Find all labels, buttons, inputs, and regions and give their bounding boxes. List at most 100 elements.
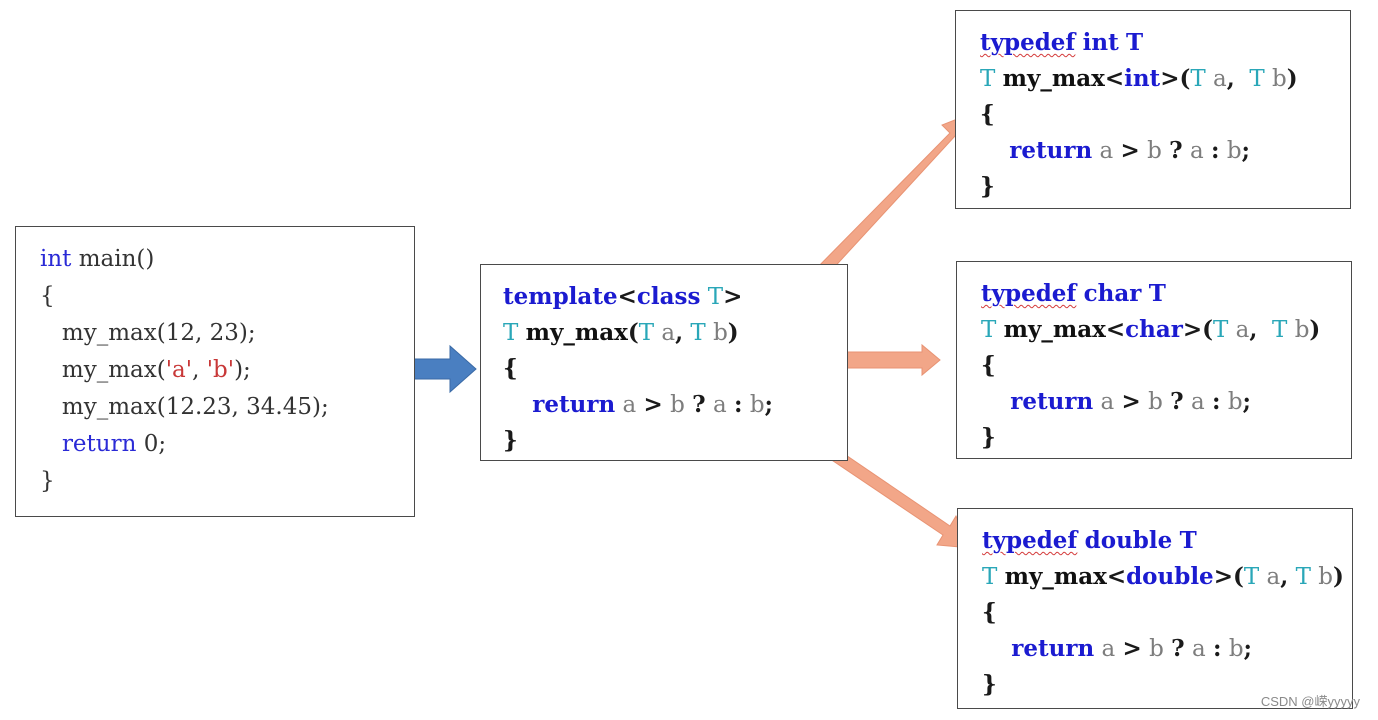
main-code-block: int main() { my_max(12, 23); my_max('a',… [40,241,329,500]
code-param: a [661,320,676,346]
code-type: T [1179,527,1197,554]
code-text: ); [234,357,251,383]
code-keyword: int [1124,65,1161,92]
code-keyword: double [1084,527,1173,554]
code-text: > [1213,563,1233,590]
code-text: , [1226,65,1235,92]
code-keyword: class [636,283,701,310]
code-param: b [713,320,728,346]
code-keyword: typedef [982,527,1078,554]
main-function-box: int main() { my_max(12, 23); my_max('a',… [15,226,415,517]
code-type: T [707,284,724,310]
instance-code-block: typedef double T T my_max<double>(T a, T… [982,523,1344,703]
code-text: ( [1179,65,1191,92]
instance-code-block: typedef char T T my_max<char>(T a, T b) … [981,276,1320,456]
code-type: T [1148,280,1166,307]
code-text: : [1212,388,1221,415]
code-text: < [1105,316,1126,343]
code-keyword: return [532,391,616,418]
code-text: } [503,427,518,454]
code-text: ? [1169,137,1183,164]
code-keyword: typedef [981,280,1077,307]
code-type: T [1249,66,1265,92]
code-text: , [675,319,684,346]
code-type: T [1126,29,1144,56]
code-text: } [982,671,997,698]
code-text: my_max( [40,357,166,383]
code-text: , [192,357,207,383]
code-param: a [1101,636,1116,662]
code-text: ) [727,319,739,346]
code-text: > [1122,635,1142,662]
code-text: 0; [136,431,167,457]
code-text: { [503,355,518,382]
code-text: > [643,391,663,418]
code-text: { [982,599,997,626]
code-param: b [1272,66,1287,92]
code-keyword: char [1125,316,1183,343]
watermark: CSDN @嵘yyyyy [1260,694,1360,709]
code-text: < [617,283,637,310]
code-param: a [1213,66,1227,92]
code-type: T [503,320,519,346]
code-text: : [734,391,743,418]
code-param: a [1100,389,1115,415]
code-text: ( [1232,563,1244,590]
code-text: < [1106,563,1127,590]
code-text: ; [1241,137,1251,164]
code-keyword: double [1126,563,1214,590]
code-keyword: template [503,283,618,310]
code-text: ) [1309,316,1321,343]
code-param: b [670,392,685,418]
code-text: ; [1243,635,1253,662]
code-text: ; [764,391,774,418]
code-param: a [1189,138,1204,164]
code-text: ( [1202,316,1214,343]
code-param: a [1266,564,1281,590]
code-text: > [1120,137,1140,164]
code-keyword: typedef [980,29,1076,56]
instance-box-char: typedef char T T my_max<char>(T a, T b) … [956,261,1352,459]
code-param: b [1148,389,1163,415]
code-text: } [40,468,55,494]
code-text: ? [1170,388,1184,415]
code-param: b [749,392,765,418]
code-function-name: my_max [525,319,628,346]
instance-box-double: typedef double T T my_max<double>(T a, T… [957,508,1353,709]
code-text: ; [1242,388,1252,415]
code-text: { [40,283,55,309]
code-param: a [1190,389,1205,415]
code-type: T [1190,66,1206,92]
code-type: T [981,317,997,343]
code-text: : [1211,137,1220,164]
code-param: b [1147,138,1162,164]
code-type: T [1295,564,1311,590]
code-param: b [1318,564,1333,590]
code-type: T [1243,564,1260,590]
code-text: < [1104,65,1125,92]
code-param: a [712,392,727,418]
code-keyword: int [1082,29,1119,56]
code-text: ) [1332,563,1344,590]
code-function-name: my_max [1004,563,1107,590]
code-keyword: char [1083,280,1142,307]
code-keyword: return [61,431,137,457]
code-text: : [1213,635,1222,662]
code-param: a [622,392,637,418]
code-param: a [1191,636,1206,662]
code-text: ( [627,319,639,346]
code-type: T [982,564,998,590]
code-keyword: return [1009,137,1093,164]
code-text: , [1280,563,1289,590]
code-text: my_max(12, 23); [40,320,256,346]
code-param: a [1099,138,1114,164]
code-text: ) [1286,65,1298,92]
code-text: > [1160,65,1180,92]
code-param: a [1235,317,1250,343]
code-type: T [690,320,706,346]
code-keyword: return [1011,635,1095,662]
code-param: b [1294,317,1310,343]
code-keyword: return [1010,388,1094,415]
code-string: 'b' [206,357,235,383]
code-type: T [638,320,655,346]
